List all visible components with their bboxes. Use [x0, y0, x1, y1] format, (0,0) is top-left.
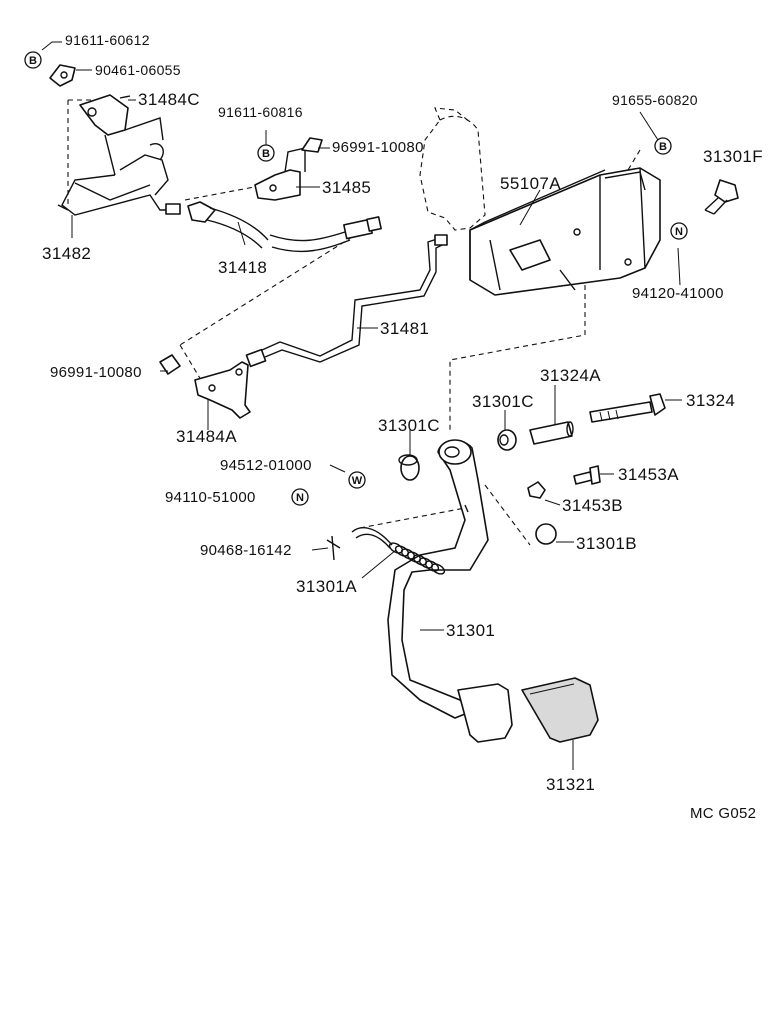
pedal-pad-31321 [521, 677, 599, 743]
label-31321: 31321 [546, 775, 595, 794]
label-94110-51000: 94110-51000 [165, 489, 256, 506]
label-31418: 31418 [218, 258, 267, 277]
label-31301A: 31301A [296, 577, 357, 596]
label-31453A: 31453A [618, 465, 679, 484]
svg-text:N: N [675, 226, 683, 238]
nut-31453B [527, 481, 546, 499]
label-91611-60816: 91611-60816 [218, 104, 303, 120]
label-31324A: 31324A [540, 366, 601, 385]
svg-text:W: W [352, 475, 363, 487]
label-31453B: 31453B [562, 496, 623, 515]
marker-n-2: N [291, 488, 309, 506]
label-90461-06055: 90461-06055 [95, 62, 181, 78]
label-94120-41000: 94120-41000 [632, 285, 724, 302]
label-91611-60612: 91611-60612 [65, 32, 150, 48]
label-90468-16142: 90468-16142 [200, 542, 292, 559]
stopper-31301B [535, 523, 557, 545]
spring-31301A [351, 527, 446, 575]
bracket-31484A [159, 354, 251, 419]
label-31301F: 31301F [703, 147, 763, 166]
label-31301C-b: 31301C [378, 416, 440, 435]
marker-b-3: B [654, 137, 672, 155]
bushing-31301C-right [497, 429, 517, 451]
clutch-tube-31482 [57, 94, 181, 216]
bracket-31485 [254, 137, 323, 201]
label-96991-10080-mid: 96991-10080 [50, 364, 142, 381]
label-31484A: 31484A [176, 427, 237, 446]
marker-n-1: N [670, 222, 688, 240]
marker-w: W [348, 471, 366, 489]
label-31481: 31481 [380, 319, 429, 338]
label-96991-10080-top: 96991-10080 [332, 139, 424, 156]
pedal-31301 [387, 439, 513, 743]
bolt-31301F [704, 179, 739, 215]
label-31301: 31301 [446, 621, 495, 640]
label-94512-01000: 94512-01000 [220, 457, 312, 474]
tube-31481 [245, 234, 448, 368]
svg-text:B: B [29, 55, 37, 67]
diagram-code: MC G052 [690, 805, 756, 822]
pedal-bracket-55107A [469, 167, 661, 296]
label-55107A: 55107A [500, 174, 561, 193]
clip-90461 [49, 64, 76, 87]
bolt-31453A [573, 465, 601, 485]
collar-31324A [529, 421, 574, 445]
hose-31418 [187, 201, 382, 253]
label-31301B: 31301B [576, 534, 637, 553]
label-31485: 31485 [322, 178, 371, 197]
master-cylinder-outline [419, 107, 486, 231]
label-31482: 31482 [42, 244, 91, 263]
svg-text:N: N [296, 492, 304, 504]
svg-text:B: B [659, 141, 667, 153]
svg-text:B: B [262, 148, 270, 160]
bushing-31301C-left [398, 454, 420, 481]
label-31484C: 31484C [138, 90, 200, 109]
label-91655-60820: 91655-60820 [612, 92, 698, 108]
clip-90468 [326, 535, 341, 561]
marker-b-2: B [257, 144, 275, 162]
label-31324: 31324 [686, 391, 735, 410]
label-31301C-a: 31301C [472, 392, 534, 411]
part-labels: 91611-60612 90461-06055 31484C 91611-608… [42, 32, 763, 822]
marker-b-1: B [24, 51, 42, 69]
bolt-31324 [589, 393, 666, 423]
leader-lines [41, 41, 682, 770]
